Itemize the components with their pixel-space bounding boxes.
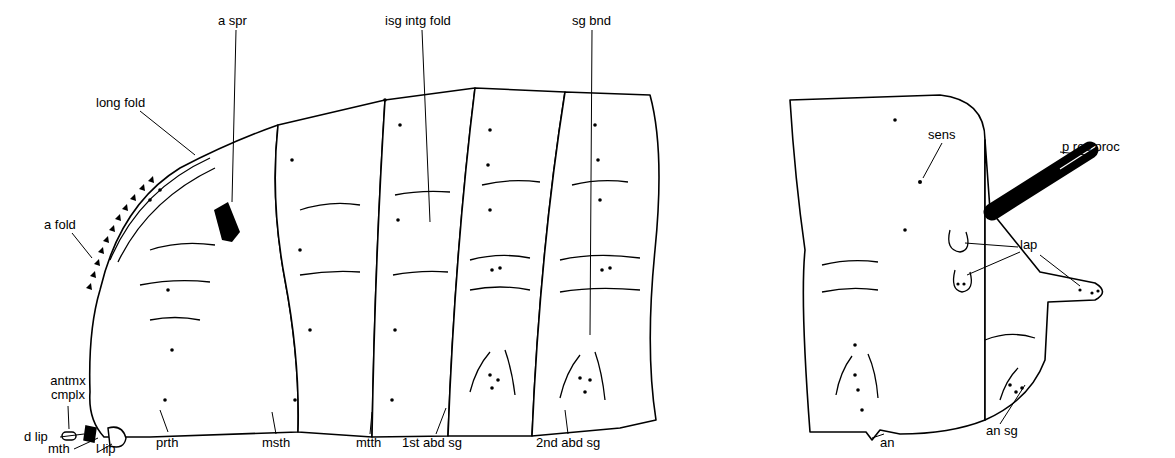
part-label: antmx cmplx xyxy=(40,374,96,402)
part-label: d lip xyxy=(24,430,48,444)
part-label: lap xyxy=(1020,238,1037,252)
part-label: msth xyxy=(262,436,290,450)
part-label: 2nd abd sg xyxy=(536,436,600,450)
part-label: 1st abd sg xyxy=(402,436,462,450)
part-label: isg intg fold xyxy=(385,14,451,28)
part-label: an sg xyxy=(986,424,1018,438)
part-label: mth xyxy=(48,442,70,456)
part-label: sg bnd xyxy=(572,14,611,28)
part-label: p res proc xyxy=(1062,140,1120,154)
part-label: mtth xyxy=(356,436,381,450)
part-label: an xyxy=(880,436,894,450)
part-label: long fold xyxy=(96,96,145,110)
part-label: prth xyxy=(156,436,178,450)
part-label: a spr xyxy=(218,14,247,28)
part-label: a fold xyxy=(44,218,76,232)
part-label: sens xyxy=(928,128,955,142)
part-label: l lip xyxy=(96,442,116,456)
